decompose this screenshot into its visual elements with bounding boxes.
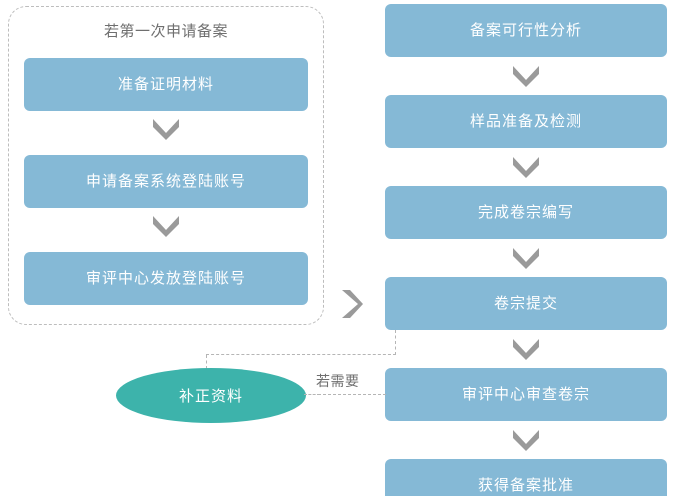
chevron-down-icon	[151, 117, 181, 141]
process-box-dossier-submission[interactable]: 卷宗提交	[385, 277, 667, 330]
feedback-connector-segment-across	[206, 354, 396, 355]
process-box-apply-system-account[interactable]: 申请备案系统登陆账号	[24, 155, 308, 208]
decision-node-supplement-materials[interactable]: 补正资料	[116, 368, 306, 423]
chevron-down-icon	[511, 246, 541, 270]
process-box-feasibility-analysis[interactable]: 备案可行性分析	[385, 4, 667, 57]
process-box-complete-dossier[interactable]: 完成卷宗编写	[385, 186, 667, 239]
chevron-down-icon	[511, 337, 541, 361]
chevron-down-icon	[511, 64, 541, 88]
feedback-connector-segment-into-submission	[395, 330, 396, 355]
first-application-group-title: 若第一次申请备案	[103, 23, 228, 40]
feedback-condition-label: 若需要	[316, 373, 360, 389]
process-box-sample-preparation-testing[interactable]: 样品准备及检测	[385, 95, 667, 148]
process-box-center-reviews-dossier[interactable]: 审评中心审查卷宗	[385, 368, 667, 421]
process-box-center-issues-account[interactable]: 审评中心发放登陆账号	[24, 252, 308, 305]
first-application-group-container	[8, 6, 324, 325]
process-box-obtain-filing-approval[interactable]: 获得备案批准	[385, 459, 667, 496]
process-box-prepare-documents[interactable]: 准备证明材料	[24, 58, 308, 111]
chevron-down-icon	[511, 428, 541, 452]
feedback-connector-from-review-a	[304, 394, 320, 395]
chevron-down-icon	[151, 214, 181, 238]
feedback-connector-segment-up	[206, 355, 207, 369]
chevron-down-icon	[511, 155, 541, 179]
feedback-connector-from-review-b	[318, 394, 386, 395]
chevron-right-icon	[340, 288, 364, 320]
